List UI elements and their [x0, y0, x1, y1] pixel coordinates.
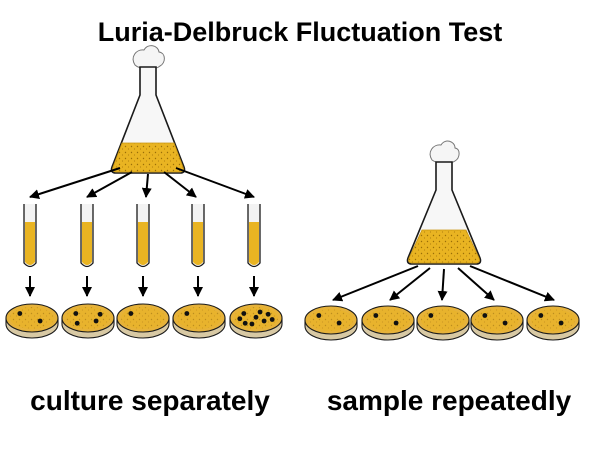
right-colony — [393, 320, 399, 326]
left-colony — [237, 316, 243, 322]
left-petri-dish-5 — [229, 303, 283, 339]
right-colony — [502, 320, 508, 326]
right-colony — [538, 313, 544, 318]
right-colony — [558, 320, 564, 326]
left-colony — [265, 311, 271, 317]
diagram-title: Luria-Delbruck Fluctuation Test — [98, 17, 503, 47]
right-colony — [316, 313, 322, 318]
left-colony — [261, 318, 267, 324]
left-flask — [110, 45, 186, 174]
right-colony — [428, 313, 434, 318]
left-split-arrows — [29, 167, 255, 199]
left-petri-dish-4 — [172, 303, 226, 339]
right-petri-dish-5 — [526, 305, 580, 341]
left-colony — [97, 311, 103, 317]
right-sample-arrows — [332, 265, 555, 302]
test-tube-2 — [80, 204, 94, 268]
right-colony — [482, 313, 488, 318]
right-caption: sample repeatedly — [327, 385, 572, 416]
test-tube-3 — [136, 204, 150, 268]
right-petri-dishes — [304, 305, 580, 341]
right-petri-dish-3 — [416, 305, 470, 341]
right-colony — [336, 320, 342, 326]
test-tube-4 — [191, 204, 205, 268]
left-colony — [128, 311, 134, 316]
left-colony — [253, 314, 259, 320]
left-petri-dishes — [5, 303, 283, 339]
cotton-plug-icon — [132, 45, 165, 70]
left-colony — [184, 311, 190, 316]
flask-culture — [408, 229, 480, 264]
left-colony — [242, 320, 248, 326]
left-panel: culture separately — [5, 45, 283, 416]
left-colony — [17, 311, 23, 316]
left-colony — [93, 318, 99, 324]
left-petri-dish-3 — [116, 303, 170, 339]
cotton-plug-icon — [429, 140, 460, 164]
right-flask — [406, 140, 482, 265]
right-petri-dish-1 — [304, 305, 358, 341]
left-caption: culture separately — [30, 385, 270, 416]
left-colony — [241, 311, 247, 316]
left-colony — [74, 320, 80, 326]
test-tube-1 — [23, 204, 37, 268]
flask-culture — [112, 142, 184, 173]
test-tubes — [23, 204, 261, 268]
left-colony — [37, 318, 43, 324]
left-colony — [73, 311, 79, 316]
test-tube-5 — [247, 204, 261, 268]
right-petri-dish-2 — [361, 305, 415, 341]
left-colony — [249, 321, 255, 327]
left-petri-dish-2 — [61, 303, 115, 339]
right-panel: sample repeatedly — [304, 140, 580, 416]
tube-to-plate-arrows — [25, 276, 259, 297]
left-colony — [269, 317, 275, 322]
left-colony — [257, 309, 263, 315]
right-petri-dish-4 — [470, 305, 524, 341]
left-petri-dish-1 — [5, 303, 59, 339]
right-colony — [373, 313, 379, 318]
